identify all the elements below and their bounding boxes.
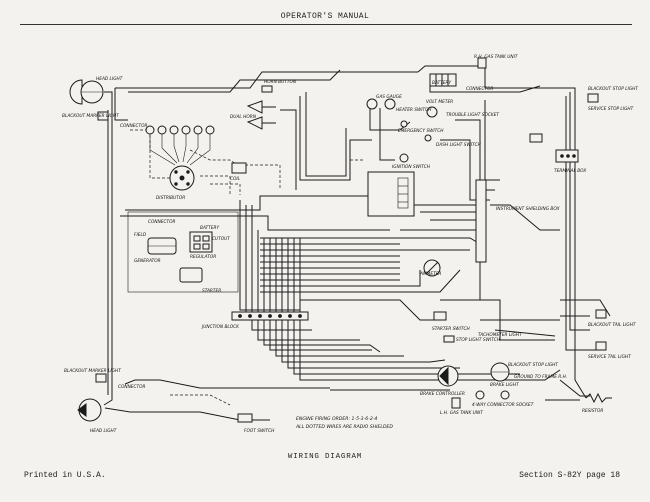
label-coil: COIL — [230, 176, 241, 182]
label-connector-left: CONNECTOR — [120, 123, 148, 129]
wire-harness — [103, 65, 611, 421]
label-four-way: 4-WAY CONNECTOR SOCKET — [472, 402, 534, 408]
label-battery-engine: BATTERY — [200, 225, 220, 231]
brake-controller-icon — [437, 365, 459, 387]
blackout-taillight-icon — [595, 309, 607, 319]
label-heater-switch: HEATER SWITCH — [396, 107, 432, 113]
label-cutout: CUTOUT — [212, 236, 230, 242]
label-blackout-marker-top: BLACKOUT MARKER LIGHT — [62, 113, 119, 119]
dash-light-switch-icon — [424, 134, 432, 142]
footer-section: Section S-82Y page 18 — [519, 471, 620, 480]
label-horn-button: HORN BUTTON — [264, 79, 297, 85]
label-instrument-box: INSTRUMENT SHIELDING BOX — [496, 206, 561, 212]
label-ammeter: AMMETER — [419, 271, 441, 277]
label-gas-tank-bottom: L.H. GAS TANK UNIT — [440, 410, 483, 416]
label-blackout-marker-bottom: BLACKOUT MARKER LIGHT — [64, 368, 121, 374]
coil-icon — [231, 162, 247, 174]
label-starter-switch: STARTER SWITCH — [432, 326, 470, 332]
head-light-top-icon — [69, 79, 104, 105]
ignition-switch-icon — [399, 153, 409, 163]
label-blackout-stoplight: BLACKOUT STOP LIGHT — [588, 86, 638, 92]
note-firing-order: ENGINE FIRING ORDER: 1-5-3-6-2-4 — [296, 416, 377, 422]
label-volt-meter: VOLT METER — [426, 99, 453, 105]
label-gas-gauge: GAS GAUGE — [376, 94, 402, 100]
horn-button-icon — [261, 85, 273, 93]
regulator-icon — [189, 231, 213, 253]
heater-gauge-icon — [384, 98, 396, 110]
label-stop-light-switch: STOP LIGHT SWITCH — [456, 337, 501, 343]
blackout-stoplight-icon — [587, 93, 599, 103]
label-tachometer-light: TACHOMETER LIGHT — [478, 332, 522, 338]
label-dash-light-switch: DASH LIGHT SWITCH — [436, 142, 482, 148]
label-head-light-top: HEAD LIGHT — [96, 76, 123, 82]
foot-switch-icon — [237, 413, 253, 423]
label-field: FIELD — [134, 232, 147, 238]
ammeter-icon — [423, 259, 441, 277]
spark-plugs-icon — [145, 125, 215, 166]
label-battery: BATTERY — [432, 80, 452, 86]
label-dual-horn: DUAL HORN — [230, 114, 257, 120]
instrument-shielding-box-icon — [367, 171, 487, 263]
label-connector-top: CONNECTOR — [466, 86, 494, 92]
label-distributor: DISTRIBUTOR — [156, 195, 185, 201]
resistor-icon — [585, 392, 612, 404]
gas-tank-unit-bottom-icon — [451, 397, 461, 409]
stop-light-switch-icon — [443, 335, 455, 343]
label-service-tail: SERVICE TAIL LIGHT — [588, 354, 631, 360]
label-generator: GENERATOR — [134, 258, 161, 264]
diagram-labels: HEAD LIGHT BLACKOUT MARKER LIGHT CONNECT… — [62, 54, 638, 434]
terminal-box-icon — [555, 149, 579, 163]
blackout-marker-light-top-icon — [97, 111, 109, 121]
battery-icon — [429, 73, 457, 87]
blackout-stop-light-icon — [490, 362, 510, 382]
label-ground-frame: GROUND TO FRAME R.H. — [514, 374, 567, 380]
label-trouble-light: TROUBLE LIGHT SOCKET — [446, 112, 499, 118]
starter-icon — [179, 267, 203, 283]
label-foot-switch: FOOT SWITCH — [244, 428, 275, 434]
footer-printed: Printed in U.S.A. — [24, 471, 106, 480]
label-emergency-switch: EMERGENCY SWITCH — [398, 128, 444, 134]
page-header: OPERATOR'S MANUAL — [280, 12, 370, 21]
engine-outline — [127, 211, 239, 293]
blackout-marker-light-bottom-icon — [95, 373, 107, 383]
label-connector-bottom: CONNECTOR — [118, 384, 146, 390]
label-blackout-stop-light: BLACKOUT STOP LIGHT — [508, 362, 558, 368]
label-blackout-tail: BLACKOUT TAIL LIGHT — [588, 322, 636, 328]
emergency-switch-icon — [400, 120, 408, 128]
label-gas-tank-top: R.H. GAS TANK UNIT — [474, 54, 518, 60]
label-terminal-box: TERMINAL BOX — [554, 168, 587, 174]
gas-tank-unit-top-icon — [477, 57, 487, 69]
distributor-icon — [169, 165, 195, 191]
label-ignition-switch: IGNITION SWITCH — [392, 164, 431, 170]
header-rule — [20, 24, 632, 25]
label-connector-engine: CONNECTOR — [148, 219, 176, 225]
dual-horn-icon — [246, 100, 276, 130]
diagram-caption: WIRING DIAGRAM — [287, 453, 363, 461]
label-head-light-bottom: HEAD LIGHT — [90, 428, 117, 434]
tail-connector-icon — [529, 133, 543, 143]
label-brake-controller: BRAKE CONTROLLER — [420, 391, 465, 397]
volt-meter-icon — [426, 106, 438, 118]
gas-gauge-icon — [366, 98, 378, 110]
label-junction-block: JUNCTION BLOCK — [201, 324, 240, 330]
starter-switch-icon — [433, 311, 447, 321]
label-service-stop: SERVICE STOP LIGHT — [588, 106, 634, 112]
label-starter: STARTER — [202, 288, 221, 294]
four-way-connector-icon — [475, 390, 510, 400]
label-resistor: RESISTOR — [582, 408, 603, 414]
generator-icon — [147, 237, 177, 255]
junction-block-icon — [231, 311, 309, 321]
head-light-bottom-icon — [77, 398, 102, 422]
label-brake-light: BRAKE LIGHT — [490, 382, 519, 388]
note-dotted-wires: ALL DOTTED WIRES ARE RADIO SHIELDED — [295, 424, 393, 430]
label-regulator: REGULATOR — [190, 254, 216, 260]
service-taillight-icon — [595, 341, 607, 351]
